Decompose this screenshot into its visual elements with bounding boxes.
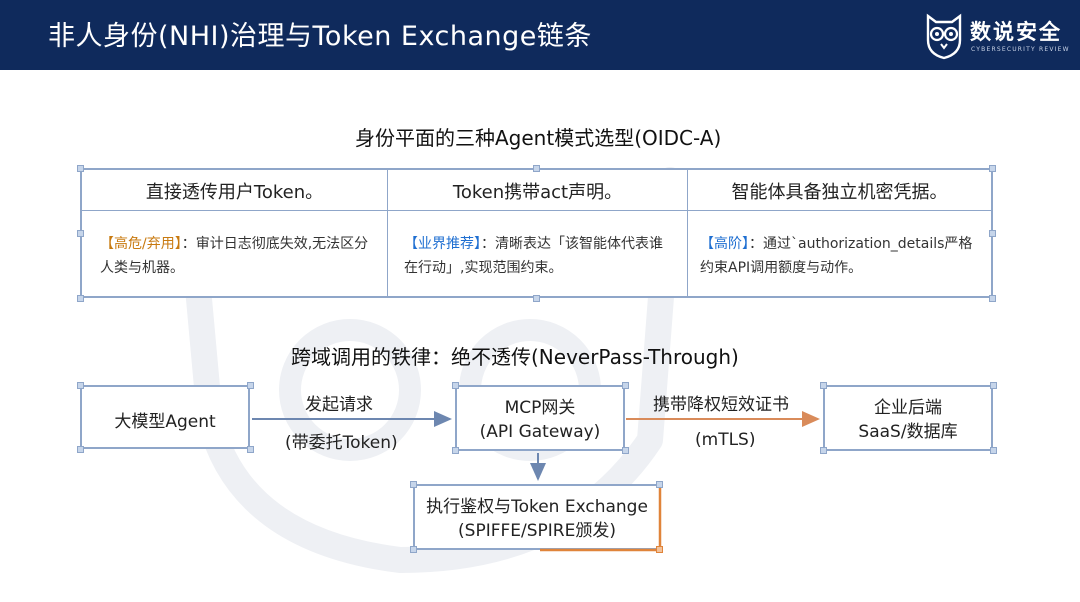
brand-name: 数说安全: [970, 20, 1062, 44]
resize-handle: [622, 382, 629, 389]
agent-modes-table: 直接透传用户Token。 Token携带act声明。 智能体具备独立机密凭据。 …: [80, 168, 993, 298]
resize-handle: [247, 446, 254, 453]
resize-handle: [452, 382, 459, 389]
gateway-sublabel: (API Gateway): [479, 422, 601, 442]
header-divider: [82, 210, 991, 211]
token-exchange-sublabel: (SPIFFE/SPIRE颁发): [458, 521, 616, 541]
tag-advanced: 【高阶】: [700, 236, 749, 252]
cell-independent-credential: 【高阶】：通过`authorization_details严格约束API调用额度…: [700, 232, 985, 280]
token-exchange-box: 执行鉴权与Token Exchange (SPIFFE/SPIRE颁发): [413, 484, 661, 550]
resize-handle: [410, 546, 417, 553]
cell-passthrough: 【高危/弃用】：审计日志彻底失效,无法区分人类与机器。: [100, 232, 375, 280]
column-divider: [387, 170, 388, 296]
agent-box: 大模型Agent: [80, 385, 250, 449]
resize-handle: [820, 382, 827, 389]
owl-logo-icon: [926, 13, 962, 60]
resize-handle: [820, 447, 827, 454]
token-exchange-label: 执行鉴权与Token Exchange: [426, 497, 648, 517]
backend-box: 企业后端 SaaS/数据库: [823, 385, 993, 451]
resize-handle: [989, 230, 996, 237]
resize-handle: [533, 165, 540, 172]
arrow2-label-top: 携带降权短效证书: [653, 395, 789, 415]
cell-text: ：通过`authorization_details严格约束API调用额度与动作。: [700, 236, 973, 276]
resize-handle: [990, 382, 997, 389]
tag-high-risk: 【高危/弃用】: [100, 236, 182, 252]
resize-handle: [77, 295, 84, 302]
column-divider: [687, 170, 688, 296]
resize-handle: [77, 230, 84, 237]
cell-text: ：清晰表达「该智能体代表谁在行动」,实现范围约束。: [404, 236, 663, 276]
resize-handle: [410, 481, 417, 488]
resize-handle: [77, 165, 84, 172]
resize-handle: [656, 481, 663, 488]
arrow2-label-bottom: (mTLS): [695, 430, 756, 450]
resize-handle: [656, 546, 663, 553]
cell-text: ：审计日志彻底失效,无法区分人类与机器。: [100, 236, 369, 276]
resize-handle: [989, 165, 996, 172]
column-header-act-claim: Token携带act声明。: [452, 182, 623, 203]
brand: 数说安全 CYBERSECURITY REVIEW: [922, 8, 1072, 62]
cell-act-claim: 【业界推荐】：清晰表达「该智能体代表谁在行动」,实现范围约束。: [404, 232, 676, 280]
backend-sublabel: SaaS/数据库: [858, 422, 958, 442]
gateway-box: MCP网关 (API Gateway): [455, 385, 625, 451]
resize-handle: [989, 295, 996, 302]
resize-handle: [452, 447, 459, 454]
column-header-independent-credential: 智能体具备独立机密凭据。: [731, 182, 948, 203]
page-title: 非人身份(NHI)治理与Token Exchange链条: [48, 21, 592, 52]
resize-handle: [990, 447, 997, 454]
brand-subtitle: CYBERSECURITY REVIEW: [971, 46, 1070, 53]
backend-label: 企业后端: [874, 398, 942, 418]
column-header-passthrough: 直接透传用户Token。: [145, 182, 324, 203]
resize-handle: [533, 295, 540, 302]
section-title-agent-modes: 身份平面的三种Agent模式选型(OIDC-A): [355, 126, 722, 150]
arrow1-label-top: 发起请求: [305, 395, 373, 415]
gateway-label: MCP网关: [504, 398, 576, 418]
resize-handle: [247, 382, 254, 389]
resize-handle: [622, 447, 629, 454]
agent-label: 大模型Agent: [114, 412, 216, 432]
section-title-never-pass-through: 跨域调用的铁律：绝不透传(NeverPass-Through): [291, 345, 739, 369]
resize-handle: [77, 446, 84, 453]
tag-recommended: 【业界推荐】: [404, 236, 481, 252]
arrow1-label-bottom: (带委托Token): [285, 433, 398, 453]
header-bar: 非人身份(NHI)治理与Token Exchange链条 数说安全 CYBERS…: [0, 0, 1080, 70]
resize-handle: [77, 382, 84, 389]
